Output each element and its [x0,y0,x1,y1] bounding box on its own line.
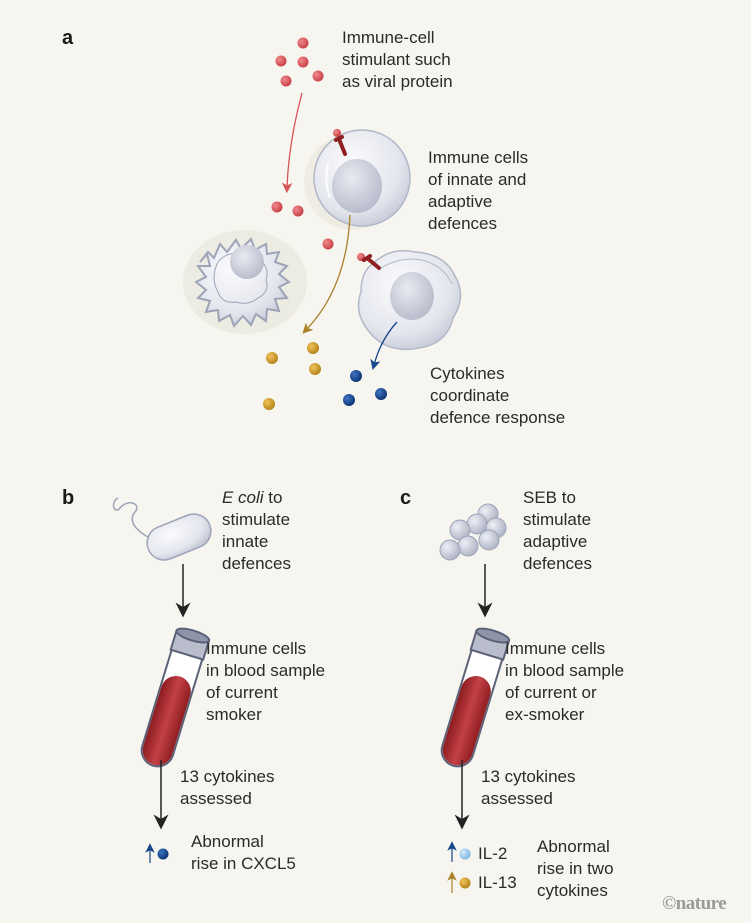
seb-cluster-icon [439,503,507,561]
assessed-label-b: 13 cytokines assessed [180,767,275,808]
result-label-c: Abnormal rise in two cytokines [537,837,614,900]
cytokine-arrow-gold [302,214,351,334]
nature-credit: ©nature [662,893,727,914]
blood-tube-icon [140,627,211,768]
e-coli-italic: E coli [222,488,264,507]
cytokine-arrow-blue [370,321,398,371]
il2-label: IL-2 [478,844,508,863]
blood-tube-icon [440,627,511,768]
e-coli-label: E coli to stimulate innate defences [222,487,291,575]
e-coli-rest: to stimulate innate defences [222,488,291,573]
cxcl5-rise-icon [145,843,169,863]
sample-label-c: Immune cells in blood sample of current … [505,639,625,724]
seb-label: SEB to stimulate adaptive defences [523,488,592,573]
cytokines-blue [343,370,387,406]
result-label-b: Abnormal rise in CXCL5 [191,832,296,873]
panel-label-b: b [62,487,75,509]
panel-label-c: c [400,487,412,509]
stimulant-particles [275,37,324,87]
cytokines-label: Cytokines coordinate defence response [430,364,566,427]
immune-cells-label: Immune cells of innate and adaptive defe… [428,148,529,233]
il13-label: IL-13 [478,873,517,892]
stimulant-label: Immune-cell stimulant such as viral prot… [342,28,453,91]
il13-rise-icon [447,871,471,893]
il2-rise-icon [447,841,471,862]
stimulant-arrow [281,92,303,194]
cytokines-gold [263,342,321,410]
receptor-icon [333,129,347,156]
stimulant-particles-near-cells [271,201,334,250]
assessed-label-c: 13 cytokines assessed [481,767,576,808]
lymphocyte-cell [304,129,411,230]
e-coli-bacterium-icon [112,497,212,561]
dendritic-cell [183,230,307,334]
receptor-icon [357,253,381,270]
macrophage-cell [357,249,462,351]
sample-label-b: Immune cells in blood sample of current … [206,639,326,724]
panel-label-a: a [62,27,74,49]
